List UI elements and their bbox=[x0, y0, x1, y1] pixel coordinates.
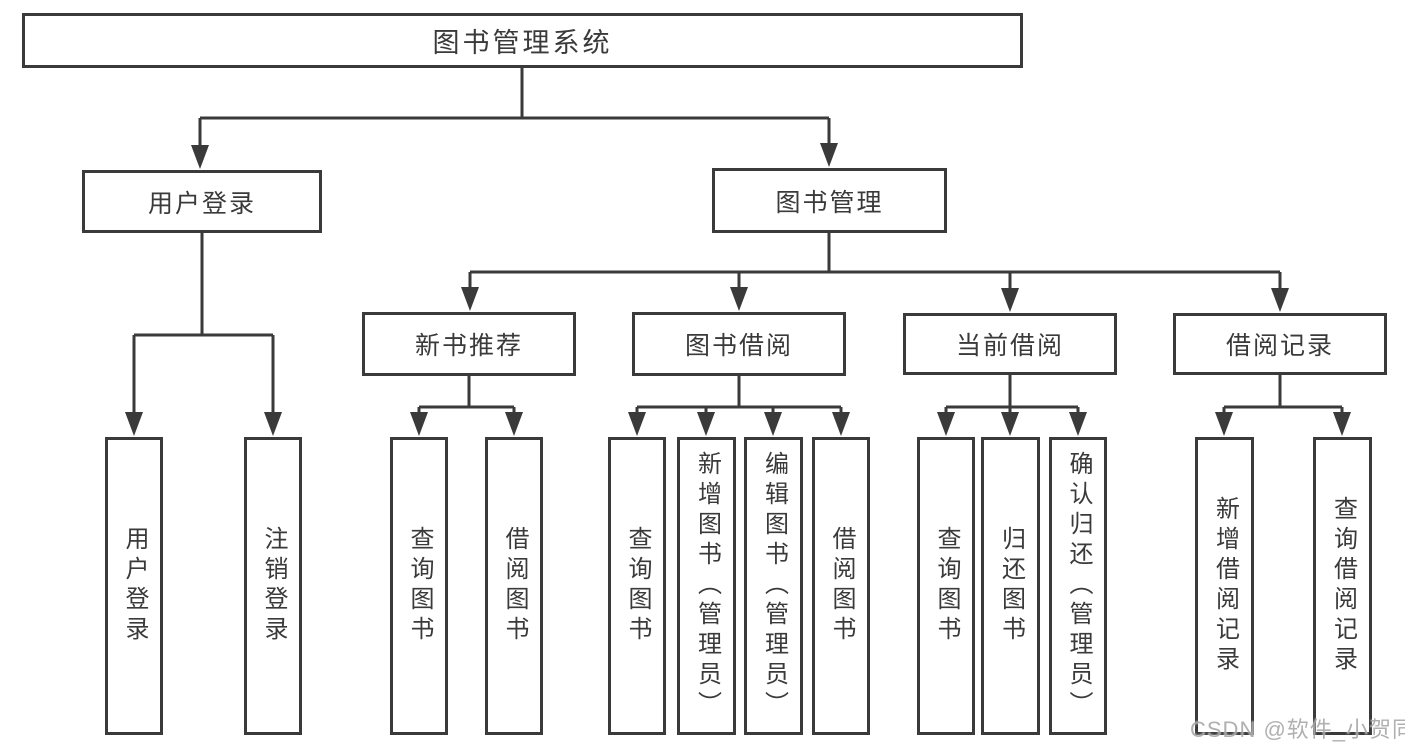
leaf-add-borrow-record-label: 新增借阅记录 bbox=[1211, 496, 1239, 676]
arrowhead bbox=[764, 412, 782, 436]
leaf-query-books-borrowing-label: 查询图书 bbox=[624, 526, 651, 646]
watermark: CSDN @软件_小贺同学 bbox=[1190, 717, 1405, 742]
node-root-label: 图书管理系统 bbox=[432, 28, 613, 58]
leaf-add-book-admin-label: 新增图书（管理员） bbox=[693, 451, 721, 721]
leaf-borrow-books-recommend-label: 借阅图书 bbox=[501, 526, 528, 646]
leaf-borrow-books-label: 借阅图书 bbox=[828, 526, 855, 646]
node-current-borrowing-label: 当前借阅 bbox=[955, 332, 1064, 360]
leaf-return-books: 归还图书 bbox=[981, 437, 1040, 735]
leaf-edit-book-admin-label: 编辑图书（管理员） bbox=[760, 451, 788, 721]
leaf-borrow-books-recommend: 借阅图书 bbox=[485, 437, 543, 735]
leaf-logout-label: 注销登录 bbox=[260, 526, 287, 646]
leaf-logout: 注销登录 bbox=[244, 437, 302, 735]
node-borrowing-records: 借阅记录 bbox=[1173, 313, 1387, 375]
node-current-borrowing: 当前借阅 bbox=[903, 313, 1117, 375]
node-new-book-recommendation: 新书推荐 bbox=[362, 312, 576, 376]
arrowhead bbox=[937, 412, 955, 436]
leaf-query-books-current-label: 查询图书 bbox=[933, 526, 960, 646]
leaf-user-login-label: 用户登录 bbox=[121, 526, 148, 646]
leaf-query-books-borrowing: 查询图书 bbox=[608, 437, 666, 735]
leaf-user-login: 用户登录 bbox=[105, 437, 163, 735]
node-book-borrowing: 图书借阅 bbox=[632, 312, 846, 376]
leaf-add-book-admin: 新增图书（管理员） bbox=[677, 437, 736, 735]
arrowhead bbox=[410, 412, 428, 436]
arrowhead bbox=[1271, 288, 1289, 312]
leaf-query-borrow-record: 查询借阅记录 bbox=[1313, 437, 1372, 735]
node-book-borrowing-label: 图书借阅 bbox=[684, 332, 793, 360]
node-book-management: 图书管理 bbox=[712, 168, 947, 233]
leaf-confirm-return-admin-label: 确认归还（管理员） bbox=[1065, 451, 1092, 721]
node-new-book-recommendation-label: 新书推荐 bbox=[414, 332, 523, 360]
arrowhead bbox=[264, 412, 282, 436]
arrowhead bbox=[125, 412, 143, 436]
node-book-management-label: 图书管理 bbox=[775, 188, 884, 217]
arrowhead bbox=[505, 412, 523, 436]
leaf-query-books-recommend-label: 查询图书 bbox=[406, 526, 433, 646]
leaf-query-borrow-record-label: 查询借阅记录 bbox=[1329, 496, 1357, 676]
arrowhead bbox=[1333, 412, 1351, 436]
arrowhead bbox=[832, 412, 850, 436]
arrowhead bbox=[628, 412, 646, 436]
node-user-login-label: 用户登录 bbox=[147, 189, 256, 218]
leaf-query-books-current: 查询图书 bbox=[917, 437, 975, 735]
node-borrowing-records-label: 借阅记录 bbox=[1225, 332, 1334, 360]
arrowhead bbox=[1001, 288, 1019, 312]
arrowhead bbox=[697, 412, 715, 436]
arrowhead bbox=[820, 143, 838, 167]
arrowhead bbox=[730, 287, 748, 311]
node-user-login: 用户登录 bbox=[82, 170, 322, 233]
arrowhead bbox=[1215, 412, 1233, 436]
leaf-confirm-return-admin: 确认归还（管理员） bbox=[1049, 437, 1107, 735]
node-root: 图书管理系统 bbox=[22, 13, 1023, 68]
leaf-borrow-books: 借阅图书 bbox=[812, 437, 870, 735]
leaf-edit-book-admin: 编辑图书（管理员） bbox=[744, 437, 803, 735]
leaf-query-books-recommend: 查询图书 bbox=[390, 437, 448, 735]
leaf-return-books-label: 归还图书 bbox=[997, 526, 1025, 646]
arrowhead bbox=[191, 145, 209, 169]
arrowhead bbox=[1001, 412, 1019, 436]
leaf-add-borrow-record: 新增借阅记录 bbox=[1195, 437, 1254, 735]
arrowhead bbox=[1069, 412, 1087, 436]
arrowhead bbox=[461, 287, 479, 311]
